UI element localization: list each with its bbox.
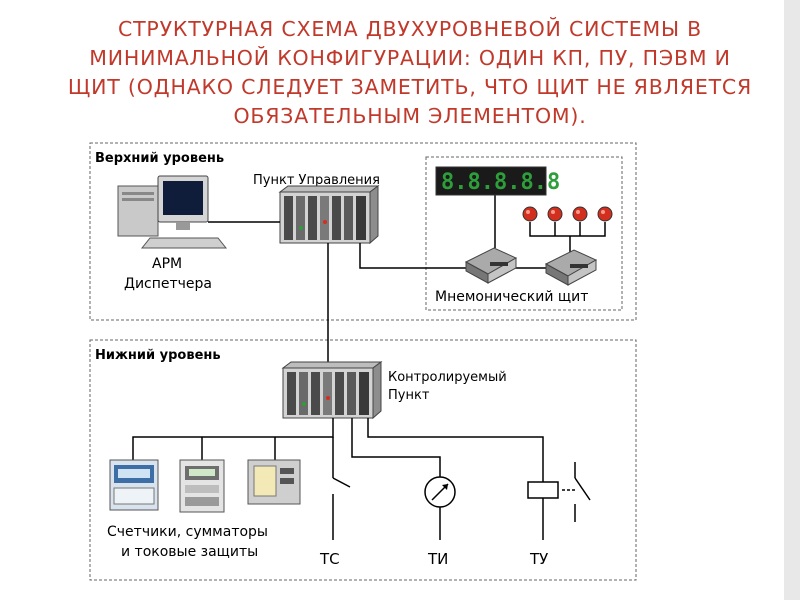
upper-level-label: Верхний уровень (95, 151, 224, 166)
meters-label-line1: Счетчики, сумматоры (107, 524, 268, 540)
protection-relay-icon (247, 459, 301, 505)
mimic-controller-module-1-icon (464, 247, 518, 284)
control-point-label: Пункт Управления (253, 173, 380, 188)
slide-title: СТРУКТУРНАЯ СХЕМА ДВУХУРОВНЕВОЙ СИСТЕМЫ … (40, 15, 780, 131)
arm-label-line2: Диспетчера (124, 276, 212, 292)
slide-side-bar (784, 0, 800, 600)
meters-label-line2: и токовые защиты (121, 544, 258, 560)
controlled-point-label-line1: Контролируемый (388, 370, 507, 385)
measuring-gauge-icon (424, 476, 456, 508)
energy-meter-1-icon (109, 459, 159, 511)
mimic-controller-module-2-icon (544, 249, 598, 286)
digital-display-icon: 8.8.8.8.8 (435, 166, 560, 196)
ts-label: ТС (319, 550, 340, 568)
computer-icon (117, 175, 228, 249)
mimic-panel-label: Мнемонический щит (435, 289, 588, 305)
upper-connection-lines (208, 195, 606, 362)
tu-label: ТУ (529, 550, 548, 568)
title-line-2: МИНИМАЛЬНОЙ КОНФИГУРАЦИИ: ОДИН КП, ПУ, П… (89, 46, 731, 70)
lower-connection-lines (132, 418, 591, 540)
svg-text:8.8.8.8.8: 8.8.8.8.8 (441, 170, 560, 195)
title-line-3: ЩИТ (ОДНАКО СЛЕДУЕТ ЗАМЕТИТЬ, ЧТО ЩИТ НЕ… (67, 75, 753, 99)
indicator-lamps-icon (522, 206, 613, 222)
controlled-point-label-line2: Пункт (388, 388, 430, 403)
controlled-point-rack-icon (281, 361, 383, 420)
relay-coil-icon (527, 481, 559, 499)
energy-meter-2-icon (179, 459, 225, 513)
ti-label: ТИ (427, 550, 448, 568)
lower-level-label: Нижний уровень (95, 348, 221, 363)
mimic-panel-frame (425, 156, 623, 311)
arm-label-line1: АРМ (152, 256, 182, 272)
lower-level-frame (89, 339, 637, 581)
control-point-rack-icon (278, 185, 380, 245)
title-line-1: СТРУКТУРНАЯ СХЕМА ДВУХУРОВНЕВОЙ СИСТЕМЫ … (117, 17, 703, 41)
upper-level-frame (89, 142, 637, 321)
title-line-4: ОБЯЗАТЕЛЬНЫМ ЭЛЕМЕНТОМ). (233, 104, 587, 128)
